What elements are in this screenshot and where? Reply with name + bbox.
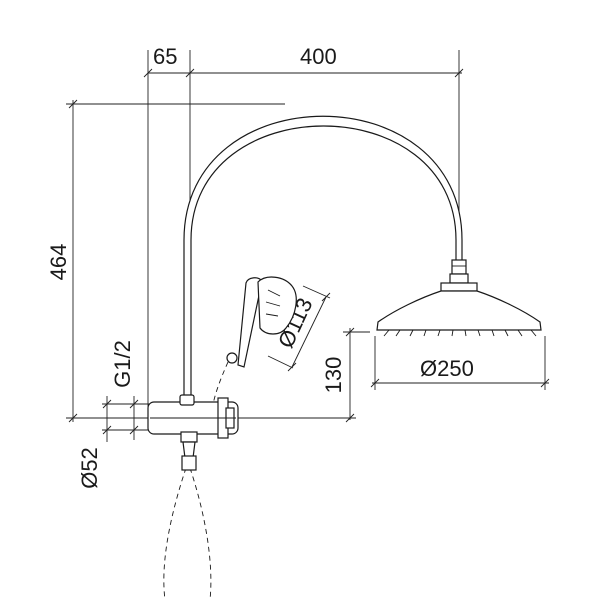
wall-outlet-diverter <box>147 394 239 471</box>
dim-52-label: Ø52 <box>77 447 102 489</box>
dim-250-label: Ø250 <box>420 356 474 381</box>
dim-g12-label: G1/2 <box>110 340 135 388</box>
dim-400-label: 400 <box>300 44 337 69</box>
dimension-lines <box>66 50 550 442</box>
hand-shower <box>226 276 297 368</box>
dim-130-label: 130 <box>321 357 346 394</box>
overhead-shower-head <box>376 259 542 337</box>
dim-464-label: 464 <box>46 244 71 281</box>
dim-65-label: 65 <box>153 44 177 69</box>
